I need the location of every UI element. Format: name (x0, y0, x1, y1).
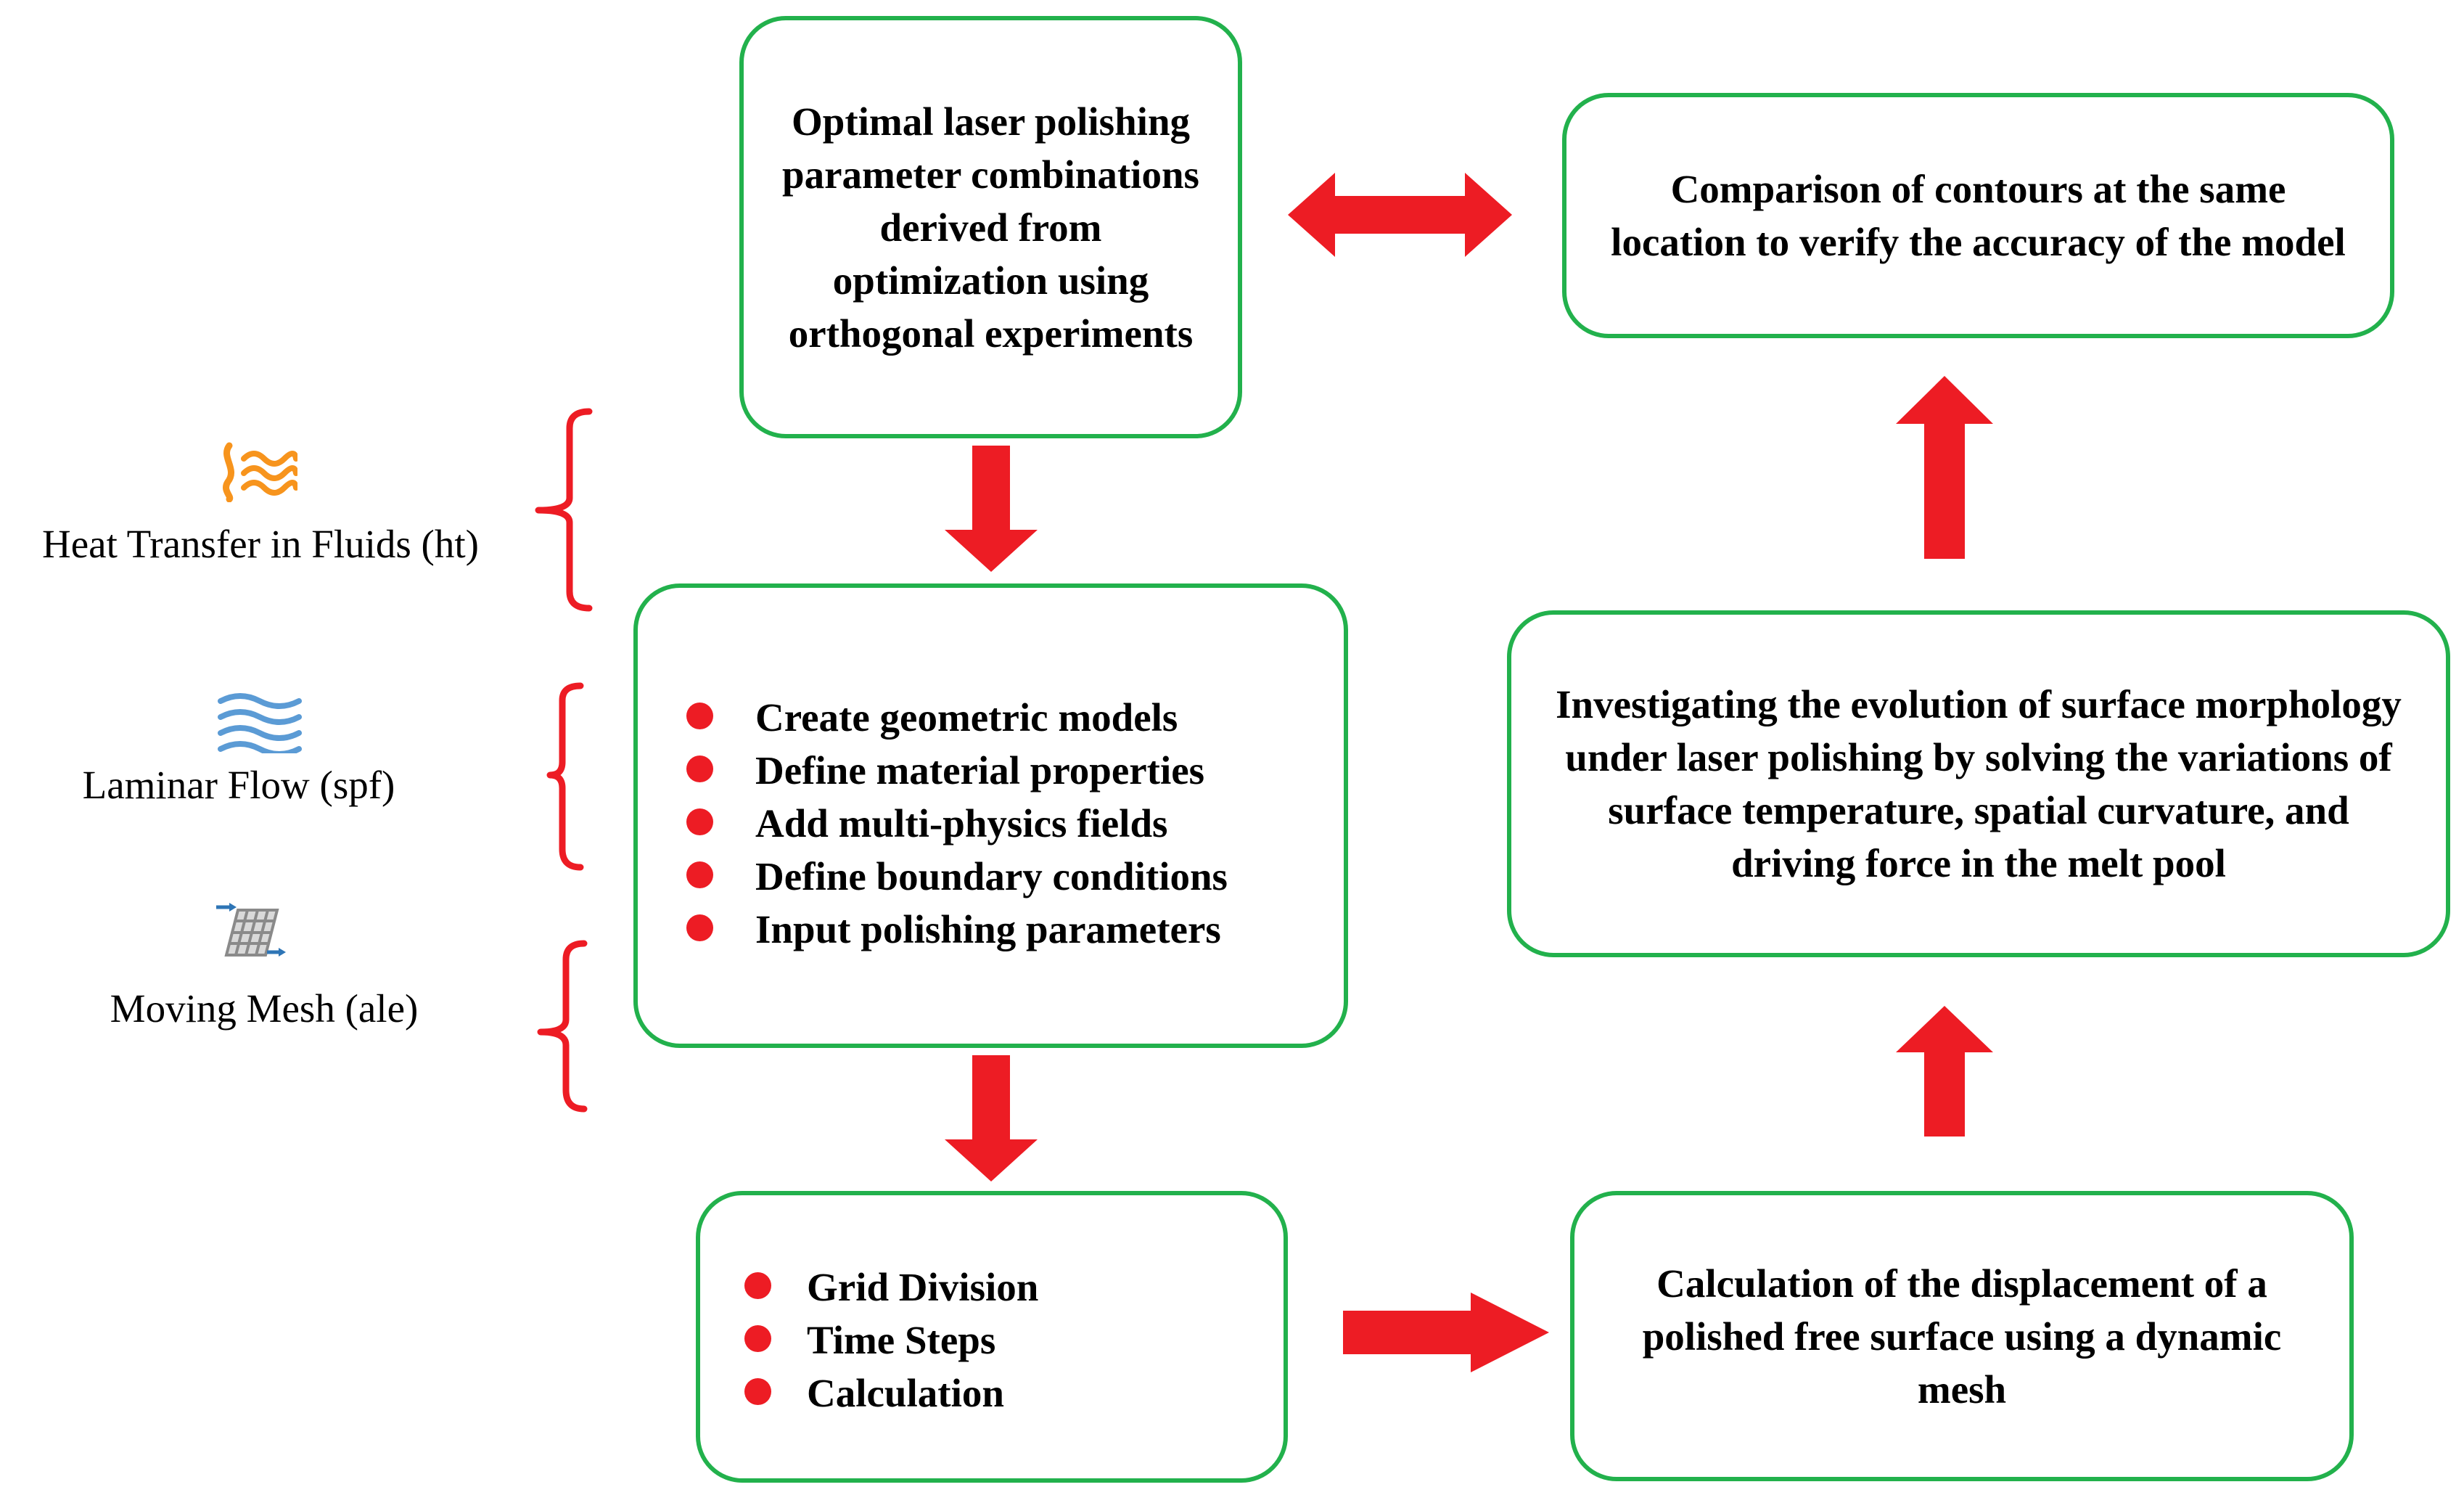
arrow-double-optimal-comparison (1288, 173, 1512, 257)
moving-mesh-icon (216, 903, 286, 957)
bullet-icon (744, 1378, 771, 1405)
box-optimal-text: Optimal laser polishing parameter combin… (782, 99, 1199, 356)
bullet-icon (686, 808, 713, 835)
box-investigating-text: Investigating the evolution of surface m… (1556, 682, 2402, 885)
box-calculation-text: Calculation of the displacement of a pol… (1642, 1261, 2282, 1412)
box-calculation: Calculation of the displacement of a pol… (1570, 1191, 2354, 1481)
physics-label-moving-mesh: Moving Mesh (ale) (110, 986, 419, 1031)
heat-transfer-icon (223, 442, 297, 502)
bullet-icon (686, 861, 713, 888)
arrow-up-investigating-to-comparison (1896, 376, 1993, 559)
bullet-icon (686, 914, 713, 941)
bullet-icon (744, 1325, 771, 1352)
list-item: Grid Division (700, 1261, 1284, 1314)
list-item: Define material properties (638, 744, 1344, 797)
bracket-moving-mesh (537, 940, 588, 1113)
bullet-icon (686, 703, 713, 729)
arrow-up-calculation-to-investigating (1896, 1006, 1993, 1137)
list-item: Time Steps (700, 1314, 1284, 1367)
setup-steps-list: Create geometric models Define material … (638, 588, 1344, 1044)
bullet-icon (744, 1272, 771, 1299)
bracket-heat-transfer (535, 408, 593, 612)
box-setup-steps: Create geometric models Define material … (633, 583, 1348, 1048)
bracket-laminar-flow (546, 682, 584, 871)
list-item: Calculation (700, 1367, 1284, 1420)
arrow-right-solve-to-calculation (1343, 1293, 1549, 1372)
box-comparison: Comparison of contours at the same locat… (1562, 93, 2394, 338)
laminar-flow-icon (218, 693, 302, 753)
box-comparison-text: Comparison of contours at the same locat… (1611, 167, 2346, 264)
box-optimal-parameters: Optimal laser polishing parameter combin… (739, 16, 1242, 438)
list-item: Define boundary conditions (638, 850, 1344, 903)
physics-label-heat-transfer: Heat Transfer in Fluids (ht) (42, 522, 479, 566)
list-item: Create geometric models (638, 691, 1344, 744)
list-item: Add multi-physics fields (638, 797, 1344, 850)
bullet-icon (686, 755, 713, 782)
solve-steps-list: Grid Division Time Steps Calculation (700, 1195, 1284, 1478)
arrow-down-optimal-to-setup (945, 446, 1038, 572)
arrow-down-setup-to-solve (945, 1055, 1038, 1181)
list-item: Input polishing parameters (638, 903, 1344, 956)
box-solve-steps: Grid Division Time Steps Calculation (696, 1191, 1288, 1483)
physics-label-laminar-flow: Laminar Flow (spf) (82, 763, 395, 807)
box-investigating: Investigating the evolution of surface m… (1507, 610, 2450, 957)
